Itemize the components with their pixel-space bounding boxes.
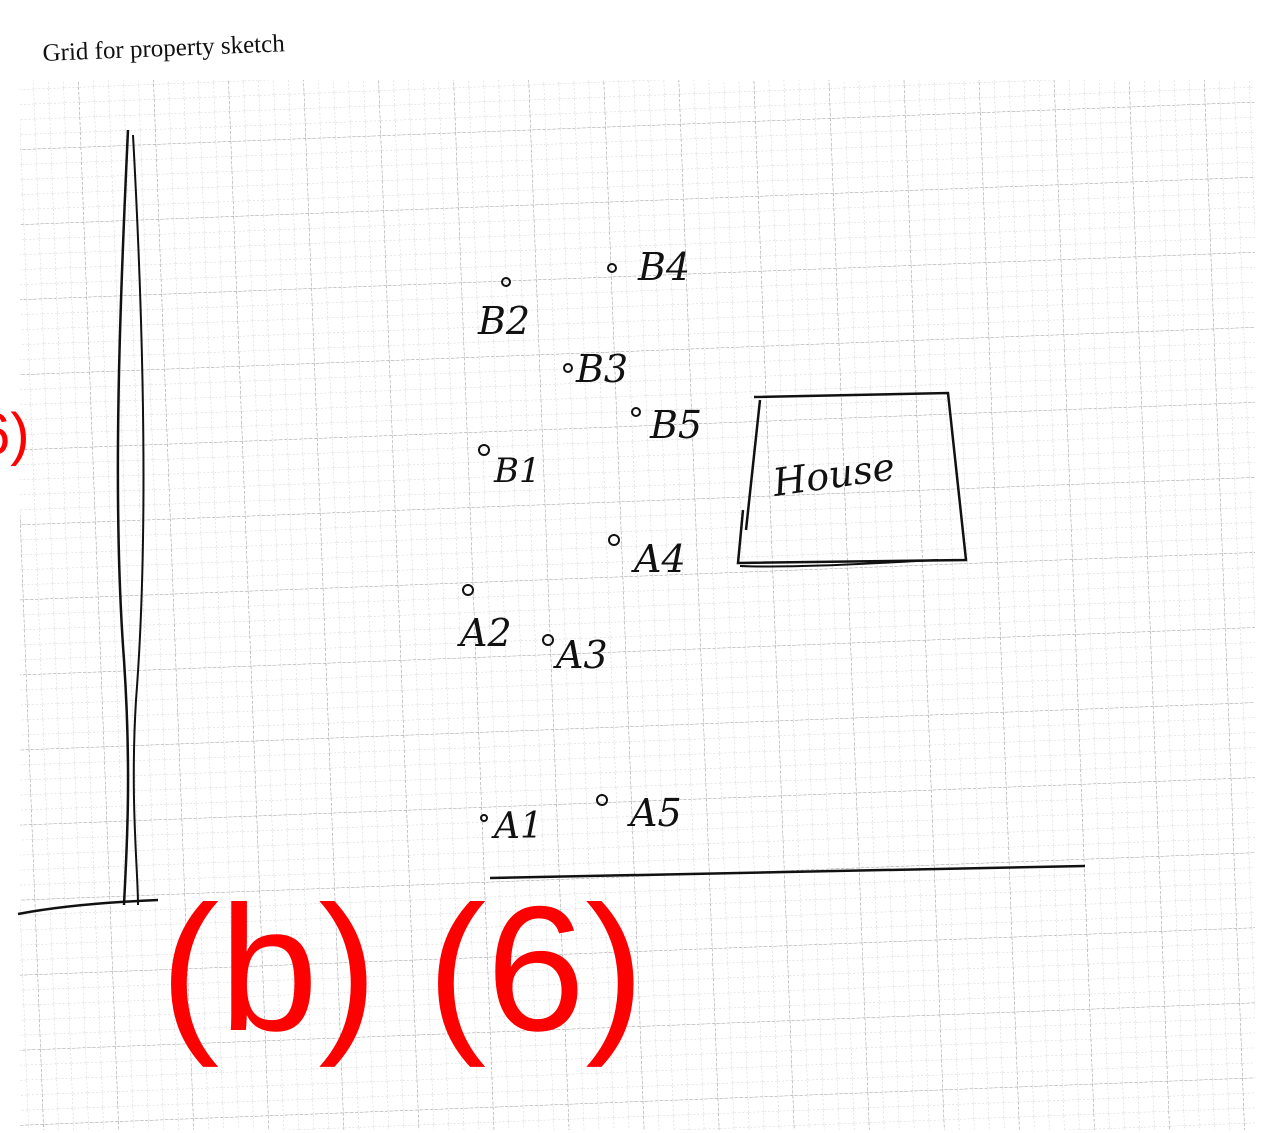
- marker-b4: [607, 263, 617, 273]
- marker-a1: [480, 814, 488, 822]
- point-label-b3: B3: [575, 347, 628, 391]
- bottom-left-boundary-line: [17, 898, 159, 916]
- point-label-a4: A4: [631, 537, 686, 581]
- marker-b3: [563, 363, 573, 373]
- marker-a4: [608, 534, 620, 546]
- redaction-label-side: 6): [0, 402, 30, 467]
- house-outline: [736, 391, 968, 565]
- marker-b2: [501, 277, 511, 287]
- point-label-a1: A1: [491, 806, 543, 847]
- left-boundary-line: [116, 129, 130, 906]
- house-label: House: [769, 444, 897, 505]
- point-label-a3: A3: [553, 633, 608, 677]
- point-label-b1: B1: [493, 451, 541, 491]
- left-boundary-line-inner: [132, 134, 145, 906]
- marker-b5: [631, 407, 641, 417]
- point-label-a5: A5: [627, 791, 682, 835]
- marker-b1: [478, 444, 490, 456]
- marker-a3: [542, 634, 554, 646]
- house-left-wall: [744, 399, 762, 531]
- house-base-extension: [739, 559, 939, 568]
- redaction-label-main: (b) (6): [160, 869, 645, 1068]
- point-label-a2: A2: [457, 611, 512, 655]
- point-label-b5: B5: [649, 403, 702, 447]
- marker-a2: [462, 584, 474, 596]
- point-label-b4: B4: [637, 245, 690, 289]
- point-label-b2: B2: [477, 299, 530, 343]
- marker-a5: [596, 794, 608, 806]
